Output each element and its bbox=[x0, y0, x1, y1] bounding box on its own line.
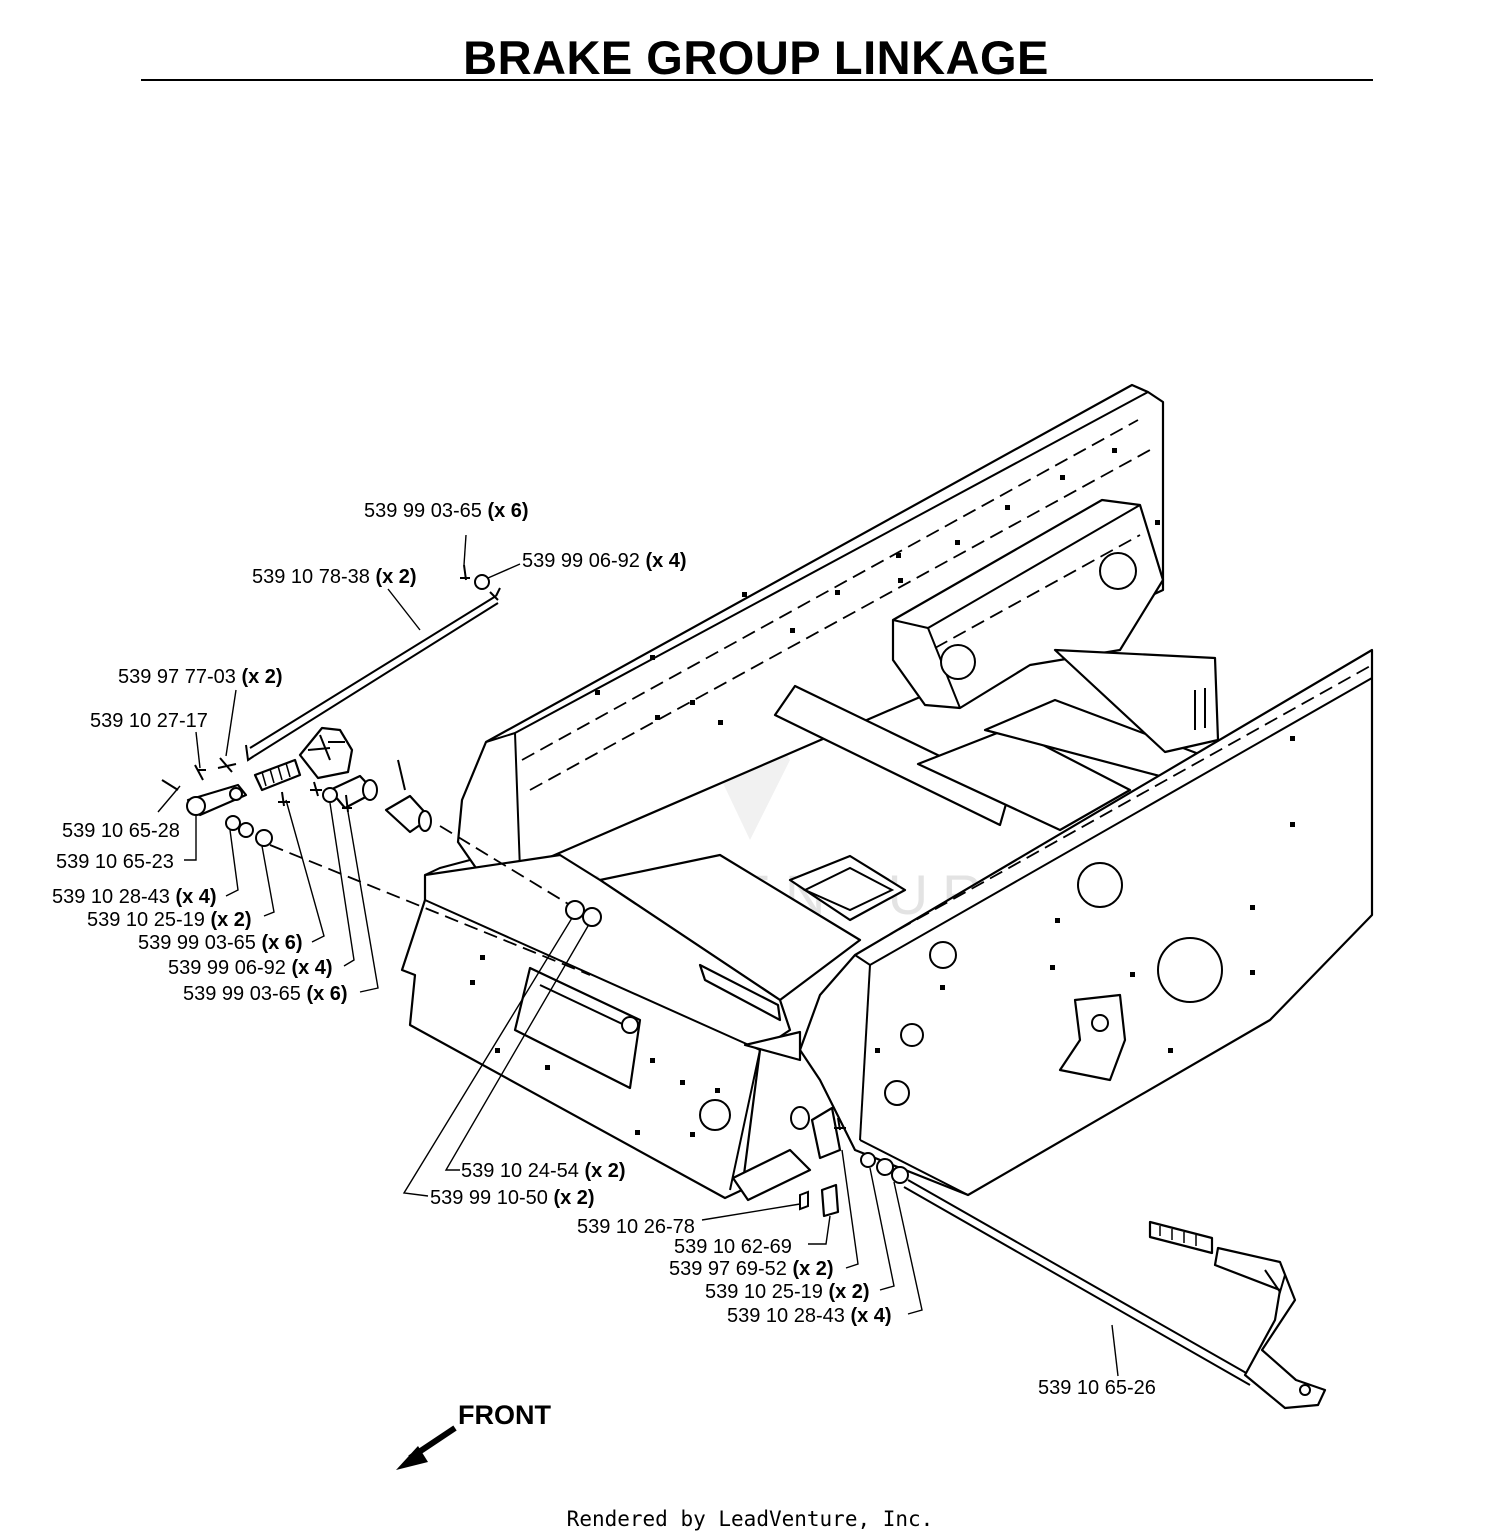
callout-539-10-65-23: 539 10 65-23 bbox=[56, 851, 174, 873]
callout-leaders bbox=[157, 534, 1119, 1377]
brake-linkage-parts bbox=[161, 564, 1327, 1410]
callout-539-99-06-92-mid: 539 99 06-92 (x 4) bbox=[168, 957, 333, 979]
callout-539-99-03-65-mid: 539 99 03-65 (x 6) bbox=[138, 932, 303, 954]
callout-539-99-06-92-top: 539 99 06-92 (x 4) bbox=[522, 550, 687, 572]
footer-credit: Rendered by LeadVenture, Inc. bbox=[566, 1507, 934, 1531]
upper-brake-rod bbox=[249, 595, 499, 757]
callout-539-10-28-43-right: 539 10 28-43 (x 4) bbox=[727, 1305, 892, 1327]
callout-539-10-78-38: 539 10 78-38 (x 2) bbox=[252, 566, 417, 588]
callout-539-10-24-54: 539 10 24-54 (x 2) bbox=[461, 1160, 626, 1182]
callout-539-10-28-43-left: 539 10 28-43 (x 4) bbox=[52, 886, 217, 908]
tractor-frame bbox=[400, 383, 1374, 1202]
center-cutout bbox=[788, 854, 907, 922]
callout-539-10-27-17: 539 10 27-17 bbox=[90, 710, 208, 732]
callout-539-10-65-26: 539 10 65-26 bbox=[1038, 1377, 1156, 1399]
callout-539-99-03-65-top: 539 99 03-65 (x 6) bbox=[364, 500, 529, 522]
brake-switch bbox=[820, 1183, 840, 1218]
front-direction-label: FRONT bbox=[458, 1400, 551, 1430]
cross-shaft-axis bbox=[269, 844, 591, 976]
callout-539-99-03-65-low: 539 99 03-65 (x 6) bbox=[183, 983, 348, 1005]
callout-539-99-10-50: 539 99 10-50 (x 2) bbox=[430, 1187, 595, 1209]
page-title: BRAKE GROUP LINKAGE bbox=[463, 31, 1049, 84]
callout-539-10-25-19-right: 539 10 25-19 (x 2) bbox=[705, 1281, 870, 1303]
brake-lever-bracket bbox=[298, 726, 354, 780]
callout-539-10-65-28: 539 10 65-28 bbox=[62, 820, 180, 842]
brake-spring bbox=[253, 758, 302, 792]
callout-539-10-62-69: 539 10 62-69 bbox=[674, 1236, 792, 1258]
callout-539-97-77-03: 539 97 77-03 (x 2) bbox=[118, 666, 283, 688]
lower-brake-rod bbox=[903, 1179, 1256, 1386]
title-underline bbox=[141, 79, 1373, 81]
callout-539-97-69-52: 539 97 69-52 (x 2) bbox=[669, 1258, 834, 1280]
callout-539-10-26-78: 539 10 26-78 bbox=[577, 1216, 695, 1238]
brake-pedal-arm bbox=[1213, 1246, 1327, 1410]
callout-539-10-25-19-left: 539 10 25-19 (x 2) bbox=[87, 909, 252, 931]
arrow-down-left-icon bbox=[396, 1425, 457, 1470]
right-frame-rail bbox=[798, 648, 1374, 1197]
frame-rivets bbox=[470, 448, 1295, 1137]
